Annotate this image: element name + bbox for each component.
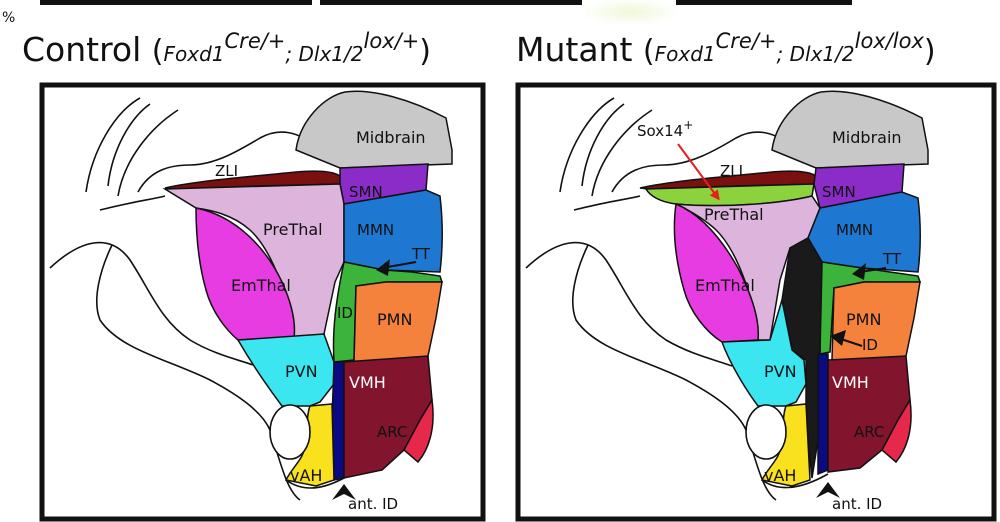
mutant-label-prethal: PreThal [704, 205, 764, 224]
control-label-prethal: PreThal [263, 220, 323, 239]
mutant-antid-arrowhead [816, 482, 840, 498]
control-label-smn: SMN [349, 183, 383, 201]
control-label-vmh: VMH [349, 373, 386, 392]
mutant-label-arc: ARC [854, 423, 884, 441]
mutant-ant-id-region [818, 354, 828, 474]
mutant-label-vmh: VMH [832, 373, 869, 392]
mutant-label-pmn: PMN [846, 310, 881, 329]
mutant-label-mmn: MMN [836, 221, 873, 239]
control-label-ant-id: ant. ID [348, 495, 398, 513]
mutant-label-midbrain: Midbrain [832, 128, 902, 147]
control-label-id: ID [337, 304, 353, 322]
control-label-emthal: EmThal [231, 276, 291, 295]
mutant-sox14-text: Sox14 [637, 122, 683, 140]
control-label-mmn: MMN [357, 221, 394, 239]
control-vah-cavity [270, 405, 310, 459]
control-label-midbrain: Midbrain [356, 128, 426, 147]
control-label-pmn: PMN [377, 310, 412, 329]
mutant-vah-cavity [746, 405, 786, 459]
mutant-label-smn: SMN [822, 183, 856, 201]
control-label-arc: ARC [377, 423, 407, 441]
mutant-sox14-sup: + [683, 118, 693, 132]
control-label-tt: TT [411, 245, 431, 263]
control-label-vah: vAH [290, 466, 322, 485]
mutant-label-id: ID [862, 336, 878, 354]
control-label-zli: ZLI [215, 162, 238, 180]
mutant-label-vah: vAH [764, 466, 796, 485]
mutant-label-emthal: EmThal [695, 276, 755, 295]
mutant-panel: Midbrain Sox14+ ZLI SMN PreThal MMN TT E… [518, 85, 994, 519]
mutant-label-tt: TT [882, 250, 902, 268]
control-label-pvn: PVN [285, 362, 318, 381]
mutant-label-pvn: PVN [764, 362, 797, 381]
mutant-label-sox14: Sox14+ [637, 118, 693, 140]
control-panel: Midbrain ZLI SMN PreThal MMN TT EmThal I… [42, 85, 483, 519]
mutant-label-zli: ZLI [720, 162, 743, 180]
control-antid-arrowhead [332, 484, 356, 500]
